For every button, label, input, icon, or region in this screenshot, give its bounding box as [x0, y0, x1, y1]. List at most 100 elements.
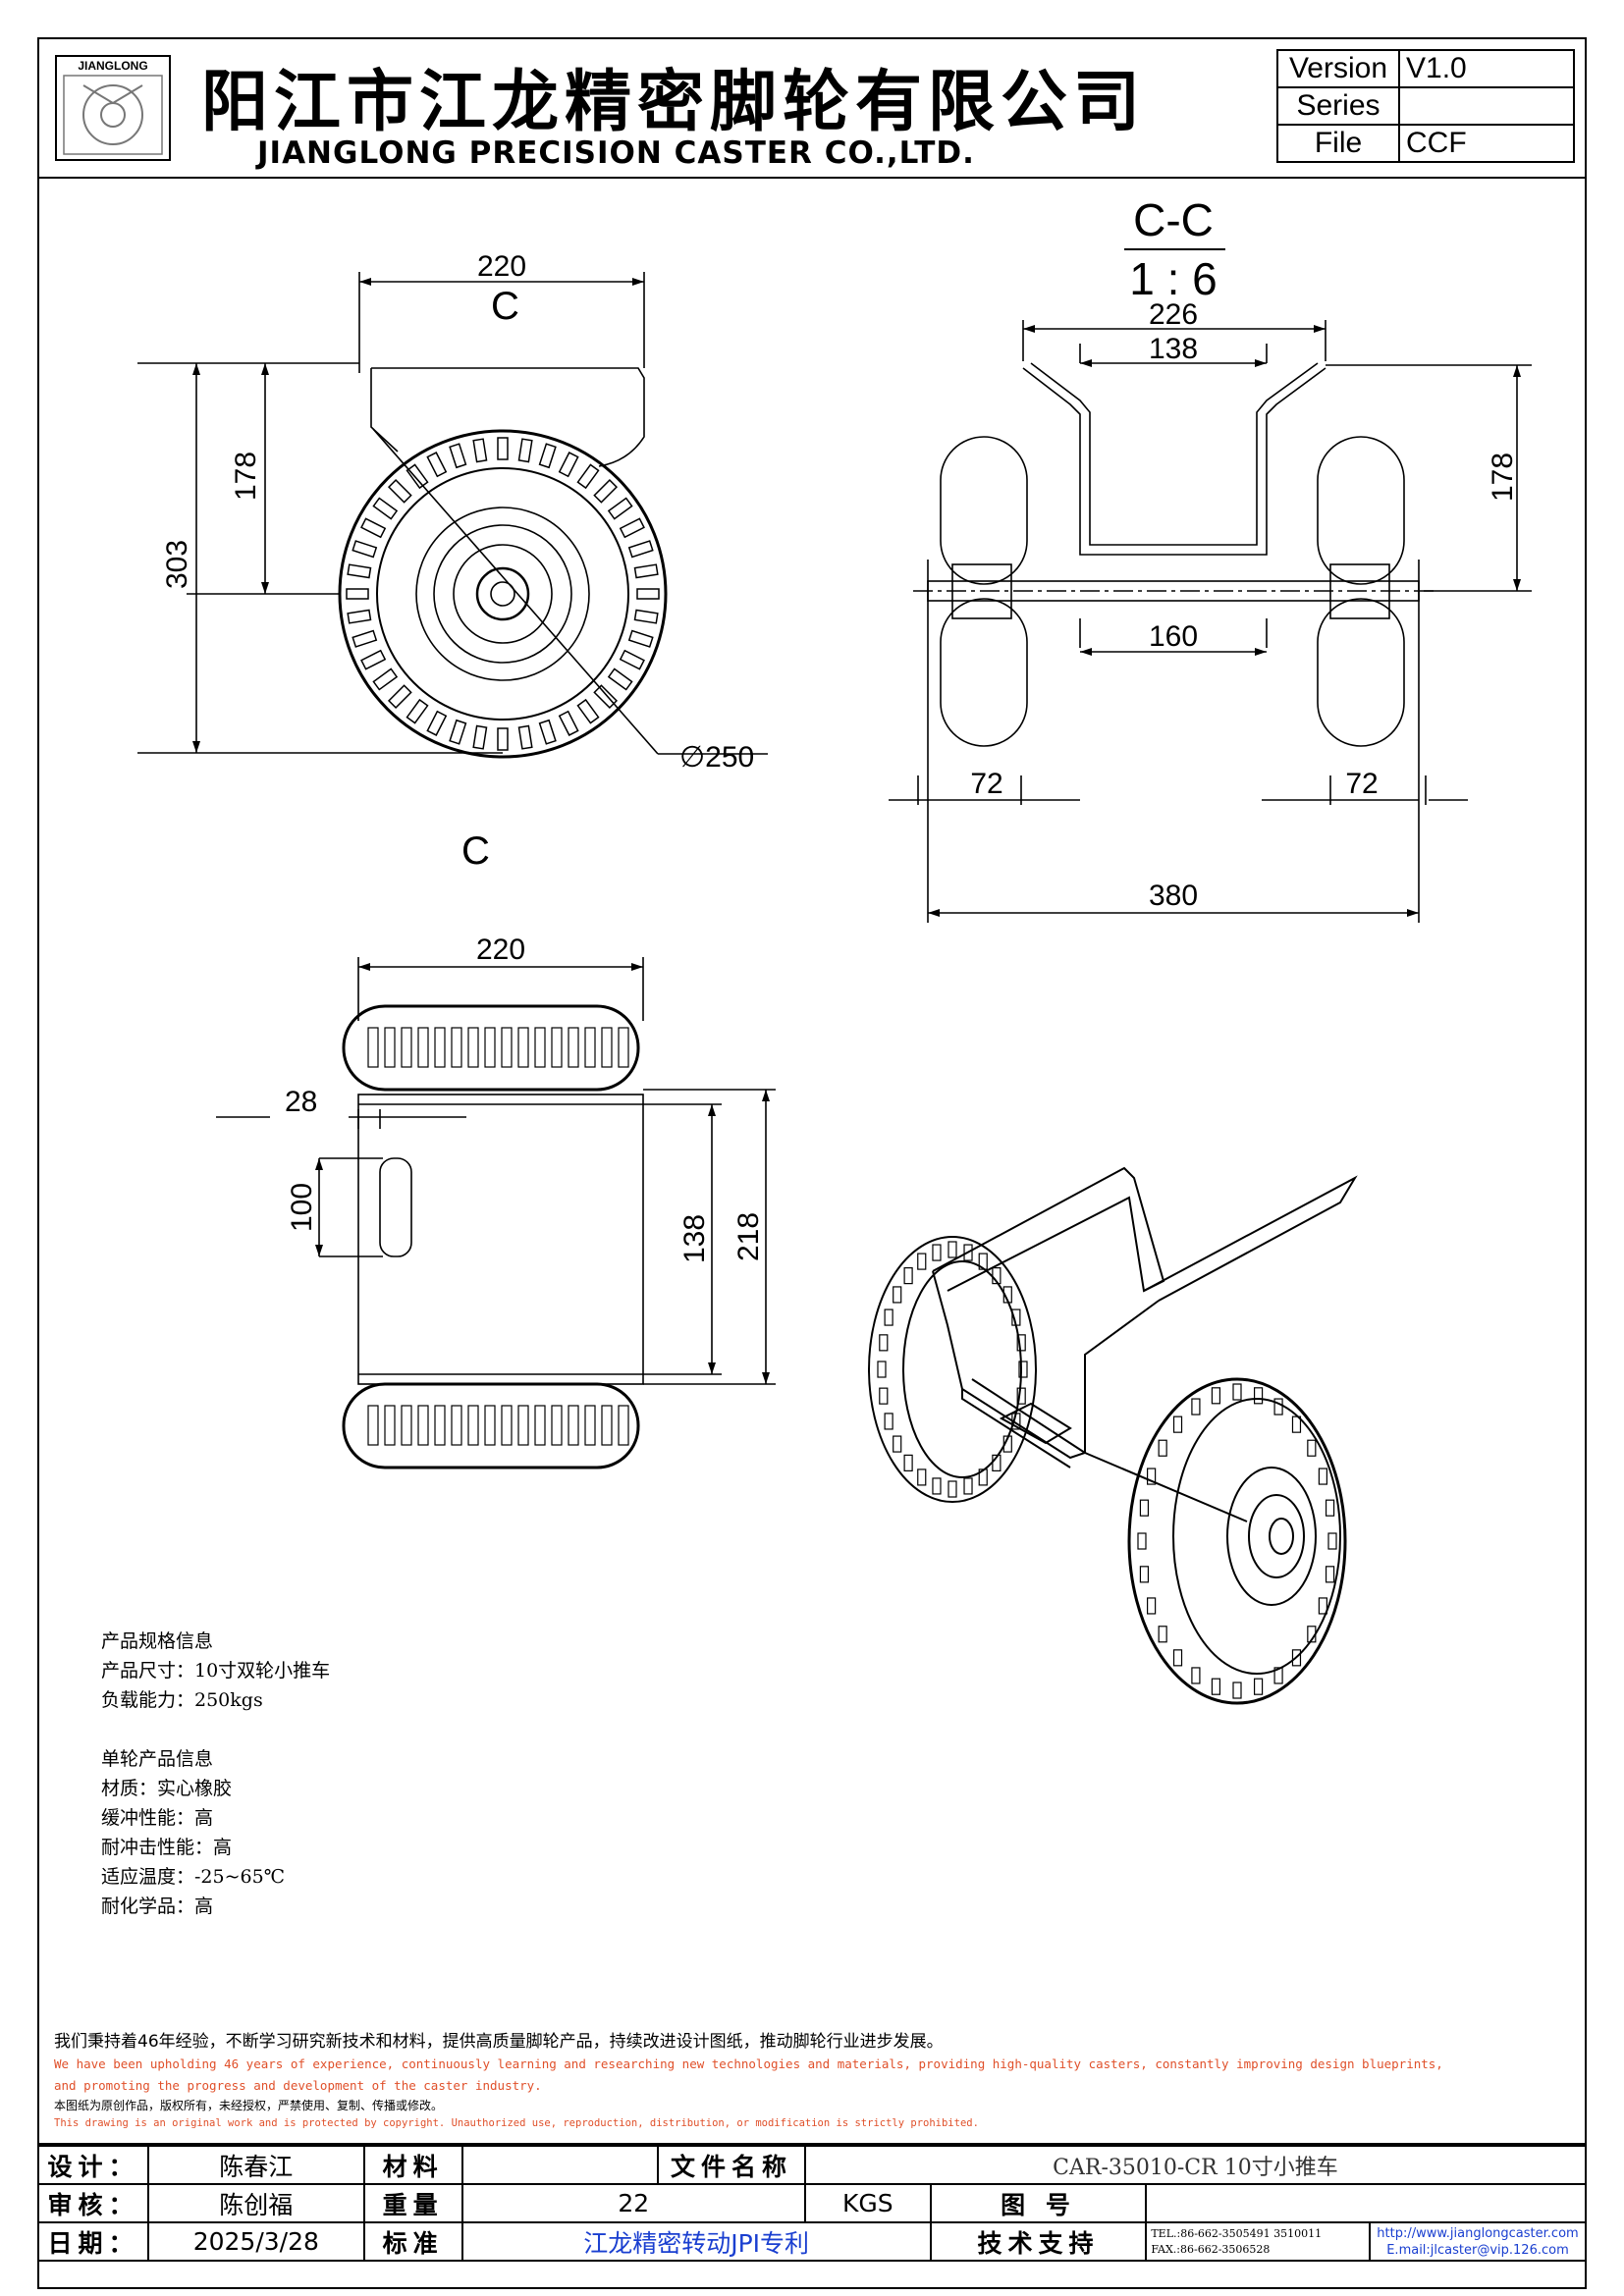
- tread-block: [601, 1405, 613, 1446]
- tread-block: [497, 437, 509, 460]
- file-label: File: [1276, 124, 1400, 163]
- inner-bottom-dim: 160: [1149, 620, 1198, 653]
- tread-block: [352, 629, 378, 648]
- support-label: 技术支持: [929, 2221, 1148, 2262]
- tread-block: [517, 1405, 529, 1446]
- tread-block: [467, 1027, 479, 1068]
- tread-block: [1325, 1566, 1335, 1583]
- tread-block: [347, 563, 372, 579]
- tread-block: [534, 1405, 546, 1446]
- logo-text: JIANGLONG: [78, 59, 147, 73]
- tread-block: [963, 1244, 973, 1261]
- tread-block: [501, 1405, 513, 1446]
- tread-block: [947, 1480, 957, 1498]
- spec-line: 耐冲击性能：高: [101, 1837, 233, 1858]
- tread-block: [1147, 1468, 1157, 1485]
- series-label: Series: [1276, 86, 1400, 126]
- file-name-label: 文件名称: [657, 2145, 806, 2185]
- tread-block: [992, 1267, 1001, 1285]
- wheel-diameter-dim: ∅250: [679, 741, 754, 774]
- tread-block: [372, 667, 399, 691]
- material-value: [460, 2145, 660, 2185]
- overall-width-dim: 380: [1149, 880, 1198, 912]
- tread-block: [367, 1027, 379, 1068]
- tread-block: [978, 1468, 988, 1486]
- tread-block: [607, 497, 633, 520]
- copyright-cn: 本图纸为原创作品，版权所有，未经授权，严禁使用、复制、传播或修改。: [54, 2099, 444, 2112]
- series-value: [1398, 86, 1575, 126]
- tread-block: [360, 517, 387, 539]
- tread-block: [903, 1267, 913, 1285]
- tread-block: [593, 478, 619, 504]
- tread-block: [449, 443, 467, 469]
- tread-block: [917, 1468, 927, 1486]
- tread-block: [401, 1027, 412, 1068]
- tread-block: [568, 1027, 579, 1068]
- tread-block: [501, 1027, 513, 1068]
- spec-line: 耐化学品：高: [101, 1896, 214, 1917]
- tread-block: [1137, 1532, 1147, 1550]
- tread-block: [434, 1405, 446, 1446]
- contact-web: http://www.jianglongcaster.com E.mail:jl…: [1368, 2221, 1588, 2262]
- product-specs: 产品规格信息 产品尺寸：10寸双轮小推车 负载能力：250kgs 单轮产品信息 …: [101, 1627, 330, 1921]
- weight-value: 22: [460, 2183, 806, 2223]
- tread-block: [551, 1027, 563, 1068]
- tread-block: [932, 1244, 942, 1261]
- tread-block: [884, 1413, 893, 1430]
- tread-block: [387, 478, 412, 504]
- tread-block: [352, 540, 378, 559]
- tread-block: [627, 540, 654, 559]
- tread-block: [347, 609, 372, 624]
- file-value: CCF: [1398, 124, 1575, 163]
- tread-block: [360, 649, 387, 670]
- date-value: 2025/3/28: [146, 2221, 365, 2262]
- tread-block: [1253, 1387, 1264, 1405]
- tread-block: [601, 1027, 613, 1068]
- top-view-drawing: 220 28 100 138 218: [216, 934, 776, 1469]
- section-scale: 1 : 6: [1129, 253, 1218, 304]
- tread-block: [558, 710, 579, 736]
- slot-length-dim: 100: [286, 1183, 318, 1232]
- tread-block: [1327, 1532, 1337, 1550]
- top-width-dim: 220: [476, 934, 525, 966]
- tread-block: [1232, 1383, 1242, 1401]
- standard-label: 标准: [362, 2221, 463, 2262]
- standard-value: 江龙精密转动JPI专利: [460, 2221, 932, 2262]
- notice-en-1: We have been upholding 46 years of exper…: [54, 2056, 1443, 2071]
- tread-block: [893, 1286, 902, 1304]
- tread-block: [372, 497, 399, 520]
- tread-block: [1002, 1286, 1012, 1304]
- tread-block: [497, 727, 509, 751]
- tread-block: [932, 1477, 942, 1495]
- website-link[interactable]: http://www.jianglongcaster.com: [1377, 2225, 1579, 2241]
- company-name-cn: 阳江市江龙精密脚轮有限公司: [201, 64, 1147, 141]
- tread-block: [1318, 1468, 1327, 1485]
- inner-width-dim: 138: [678, 1214, 711, 1263]
- tread-block: [534, 1027, 546, 1068]
- tread-block: [1158, 1626, 1167, 1643]
- tread-block: [584, 1405, 596, 1446]
- tread-block: [1011, 1308, 1021, 1326]
- header-divider: [37, 177, 1587, 179]
- weight-unit: KGS: [803, 2183, 932, 2223]
- spec-line: 材质：实心橡胶: [101, 1778, 233, 1799]
- section-height-dim: 178: [1487, 453, 1519, 502]
- tread-block: [1002, 1435, 1012, 1453]
- tread-block: [517, 438, 533, 463]
- tread-block: [426, 710, 448, 736]
- spec-line: 缓冲性能：高: [101, 1807, 214, 1829]
- tread-block: [576, 698, 600, 724]
- tread-block: [1172, 1415, 1183, 1433]
- email-link[interactable]: E.mail:jlcaster@vip.126.com: [1386, 2242, 1569, 2258]
- tread-block: [633, 563, 659, 579]
- tread-block: [558, 452, 579, 478]
- tread-block: [406, 463, 429, 490]
- tread-block: [1291, 1649, 1302, 1667]
- section-mark-bottom: C: [461, 829, 490, 873]
- section-mark-top: C: [491, 285, 519, 328]
- company-notice: 我们秉持着46年经验，不断学习研究新技术和材料，提供高质量脚轮产品，持续改进设计…: [54, 2030, 1586, 2132]
- tread-block: [1307, 1439, 1317, 1457]
- tread-block: [593, 684, 619, 710]
- tread-block: [1273, 1667, 1283, 1684]
- tread-block: [627, 629, 654, 648]
